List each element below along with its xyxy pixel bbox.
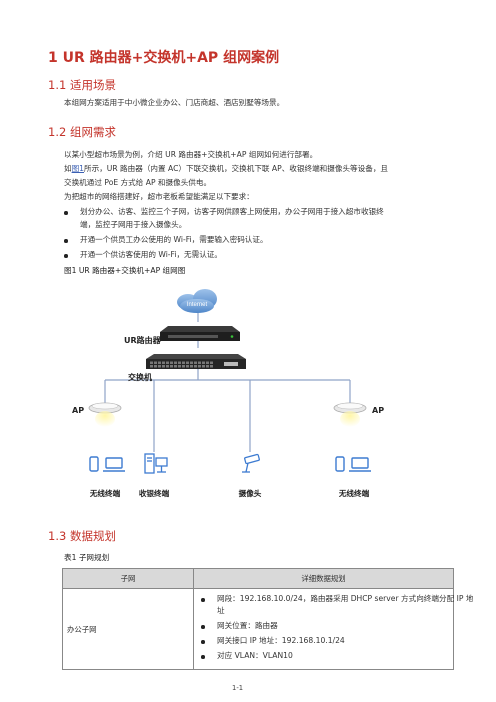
bullet-dot-icon xyxy=(201,655,205,659)
subnet-name-cell: 办公子网 xyxy=(62,588,194,670)
detail-text: 网关接口 IP 地址：192.168.10.1/24 xyxy=(217,636,345,645)
bullet-dot-icon xyxy=(201,625,205,629)
subnet-details-cell: 网段：192.168.10.0/24，路由器采用 DHCP server 方式向… xyxy=(193,588,473,670)
section-title-1-3: 1.3 数据规划 xyxy=(48,529,116,543)
requirement-para-3: 交换机通过 PoE 方式给 AP 和摄像头供电。 xyxy=(64,178,212,187)
network-diagram: Internet UR路由器 交换机 AP xyxy=(72,289,384,498)
figure-caption: 图1 UR 路由器+交换机+AP 组网图 xyxy=(64,266,186,275)
page-number: 1-1 xyxy=(232,684,244,692)
detail-text: 址 xyxy=(217,606,225,615)
bullet-text: 端，监控子网用于接入摄像头。 xyxy=(80,220,187,229)
para-2-suffix: 所示，UR 路由器（内置 AC）下联交换机，交换机下联 AP、收银终端和摄像头等… xyxy=(84,164,389,173)
table-row: 办公子网 网段：192.168.10.0/24，路由器采用 DHCP serve… xyxy=(62,588,473,670)
bullet-text: 划分办公、访客、监控三个子网，访客子网供顾客上网使用，办公子网用于接入超市收银终 xyxy=(80,207,384,216)
section-title-1-2: 1.2 组网需求 xyxy=(48,125,116,139)
table-header-row: 子网 详细数据规划 xyxy=(62,568,454,589)
para-2-prefix: 如 xyxy=(64,164,72,173)
detail-text: 对应 VLAN：VLAN10 xyxy=(217,651,293,660)
bullet-dot-icon xyxy=(64,211,68,215)
router-icon xyxy=(160,326,240,341)
camera-icon xyxy=(242,453,260,473)
column-header-subnet: 子网 xyxy=(62,568,194,589)
section-1-1-text: 本组网方案适用于中小微企业办公、门店商超、酒店别墅等场景。 xyxy=(64,98,285,107)
bullet-dot-icon xyxy=(64,254,68,258)
internet-label: Internet xyxy=(187,302,208,308)
camera-label: 摄像头 xyxy=(239,488,262,498)
wireless-terminal-left-icon xyxy=(89,456,125,472)
requirement-para-4: 为把超市的网络搭建好，超市老板希望能满足以下要求： xyxy=(64,192,254,201)
ap-left-icon xyxy=(88,402,122,427)
bullet-dot-icon xyxy=(201,598,205,602)
topology-lines xyxy=(104,312,351,452)
ap-right-icon xyxy=(333,402,367,427)
table-caption: 表1 子网规划 xyxy=(64,553,110,562)
figure-1-link[interactable]: 图1 xyxy=(71,164,85,173)
section-title-1-1: 1.1 适用场景 xyxy=(48,78,116,92)
column-header-details: 详细数据规划 xyxy=(193,568,454,589)
switch-label: 交换机 xyxy=(128,372,152,382)
ap-right-label: AP xyxy=(372,406,384,415)
ap-left-label: AP xyxy=(72,406,84,415)
bullet-dot-icon xyxy=(64,239,68,243)
bullet-text: 开通一个供访客使用的 Wi-Fi，无需认证。 xyxy=(80,250,223,259)
requirement-para-1: 以某小型超市场景为例，介绍 UR 路由器+交换机+AP 组网如何进行部署。 xyxy=(64,150,318,159)
detail-text: 网关位置：路由器 xyxy=(217,621,278,630)
wireless-terminal-right-label: 无线终端 xyxy=(338,488,370,498)
switch-icon xyxy=(146,354,246,369)
wireless-terminal-left-label: 无线终端 xyxy=(89,488,121,498)
internet-cloud-icon xyxy=(177,289,217,313)
wireless-terminal-right-icon xyxy=(335,456,371,472)
bullet-text: 开通一个供员工办公使用的 Wi-Fi，需要输入密码认证。 xyxy=(80,235,268,244)
subnet-table: 子网 详细数据规划 办公子网 网段：192.168.10.0/24，路由器采用 … xyxy=(62,568,473,670)
router-label: UR路由器 xyxy=(124,335,162,345)
bullet-dot-icon xyxy=(201,640,205,644)
cashier-terminal-label: 收银终端 xyxy=(139,488,170,498)
detail-text: 网段：192.168.10.0/24，路由器采用 DHCP server 方式向… xyxy=(217,594,474,603)
requirement-para-2: 如图1所示，UR 路由器（内置 AC）下联交换机，交换机下联 AP、收银终端和摄… xyxy=(64,162,388,176)
page-title: 1 UR 路由器+交换机+AP 组网案例 xyxy=(48,50,280,66)
cashier-terminal-icon xyxy=(144,453,168,474)
